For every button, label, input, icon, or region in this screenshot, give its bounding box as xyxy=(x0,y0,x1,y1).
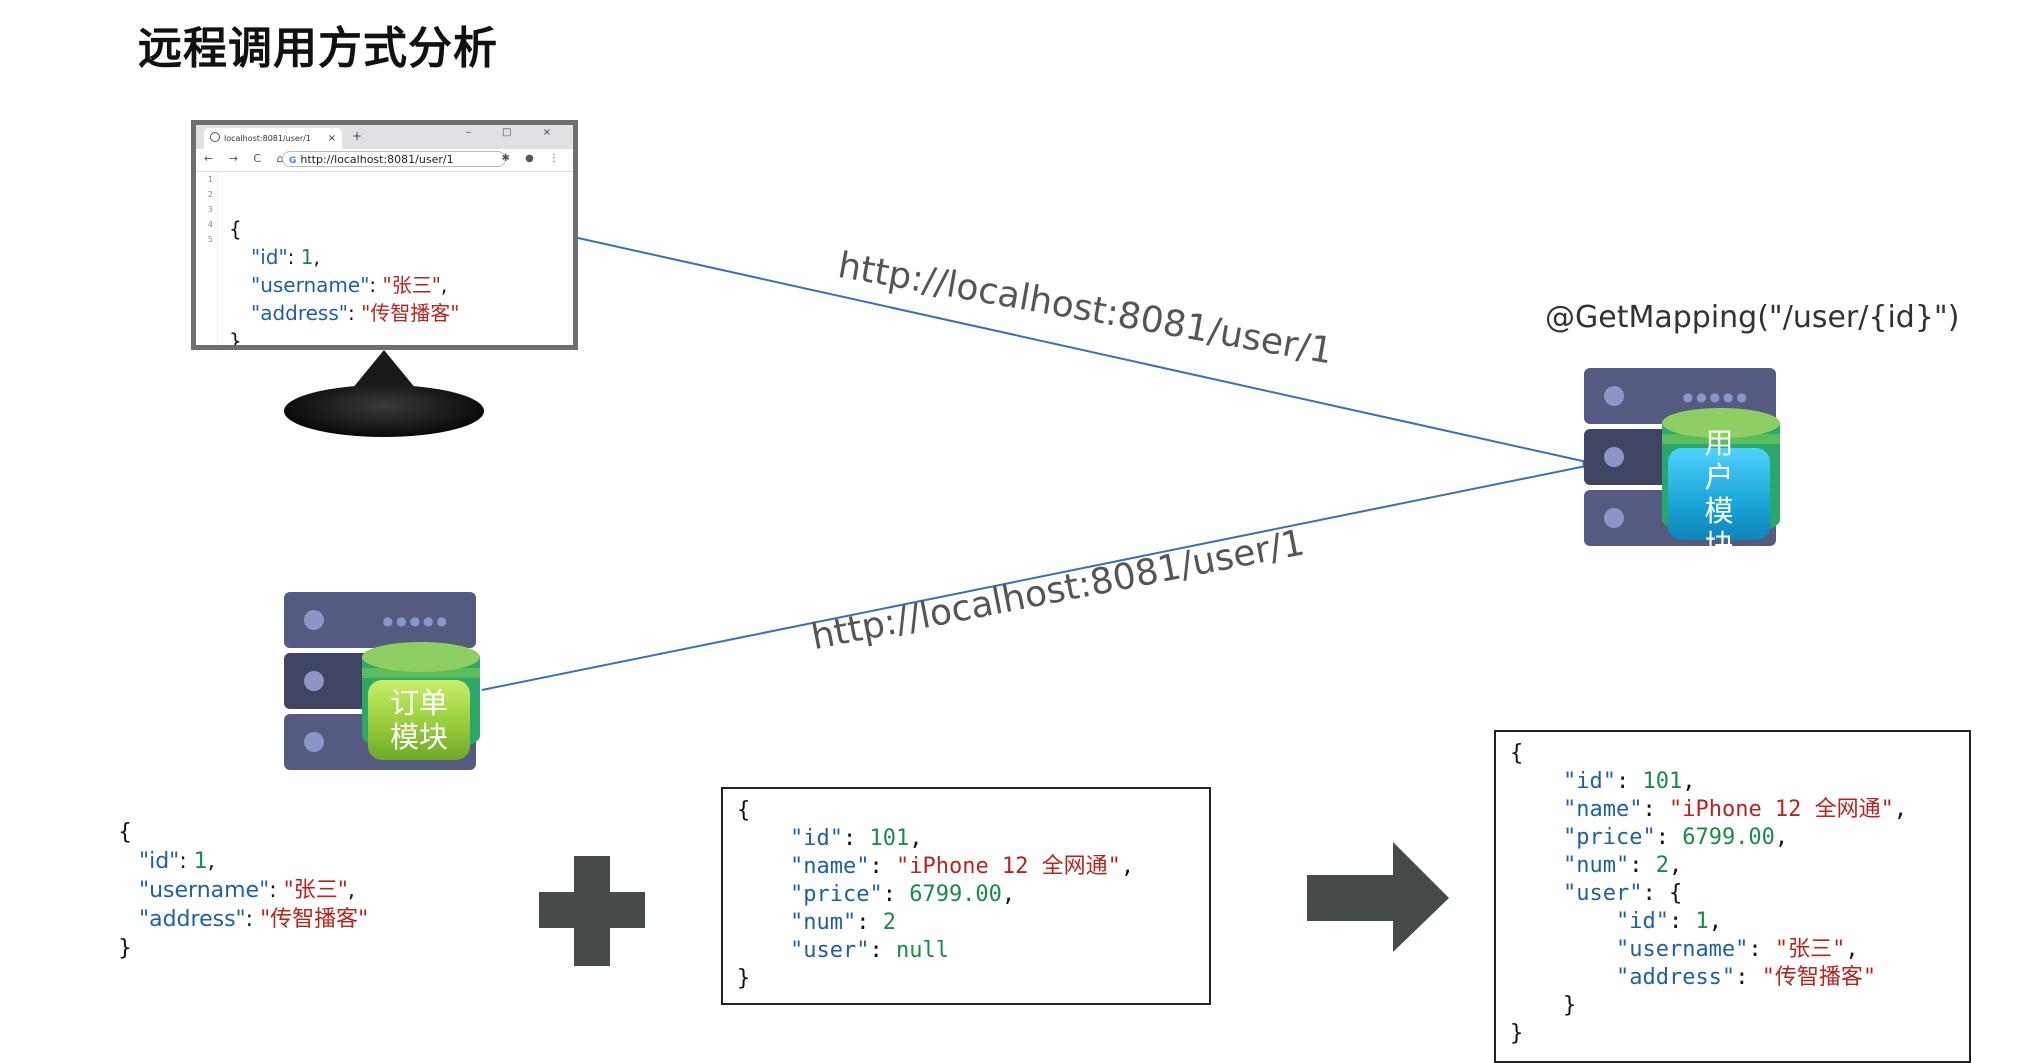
getmapping-annotation: @GetMapping("/user/{id}") xyxy=(1545,300,1960,335)
plus-icon xyxy=(539,856,645,966)
database-cylinder-icon: 用 户 模 块 xyxy=(1662,408,1780,562)
extension-icons[interactable]: ✱ ● ⋮ xyxy=(501,153,565,164)
new-tab-button[interactable]: + xyxy=(352,129,363,143)
order-service-label: 订单 模块 xyxy=(368,680,470,760)
browser-json-response: { "id": 1, "username": "张三", "address": … xyxy=(229,217,460,345)
browser-window: localhost:8081/user/1 × + – □ × ← → C ⌂ … xyxy=(196,125,573,345)
line-number: 1 xyxy=(207,175,213,184)
line-number: 2 xyxy=(207,190,213,199)
globe-icon xyxy=(210,132,220,142)
arrow-right-icon xyxy=(1307,842,1449,952)
line-number: 3 xyxy=(207,205,213,214)
user-service-label: 用 户 模 块 xyxy=(1668,426,1770,562)
user-json-result: { "id": 1, "username": "张三", "address": … xyxy=(118,820,369,961)
line-number: 4 xyxy=(207,220,213,229)
nav-buttons[interactable]: ← → C ⌂ xyxy=(204,152,290,165)
server-rack-icon: ●●●●● xyxy=(284,592,476,648)
request-arrow-top xyxy=(577,237,1597,468)
browser-tab[interactable]: localhost:8081/user/1 × xyxy=(204,128,342,149)
browser-monitor-icon: localhost:8081/user/1 × + – □ × ← → C ⌂ … xyxy=(191,120,578,350)
browser-tab-bar: localhost:8081/user/1 × + – □ × xyxy=(196,125,573,149)
order-service-server-icon: ●●●●● 订单 模块 xyxy=(284,592,480,782)
line-number: 5 xyxy=(207,235,213,244)
database-cylinder-icon: 订单 模块 xyxy=(362,642,480,762)
request-arrow-bottom xyxy=(481,460,1597,691)
user-service-server-icon: ●●●●● 用 户 模 块 xyxy=(1584,368,1780,562)
window-controls[interactable]: – □ × xyxy=(465,127,565,138)
page-title: 远程调用方式分析 xyxy=(138,23,498,74)
browser-tab-title: localhost:8081/user/1 xyxy=(224,134,311,143)
order-json-box: { "id": 101, "name": "iPhone 12 全网通", "p… xyxy=(721,787,1211,1005)
line-number-gutter: 1 2 3 4 5 xyxy=(196,172,218,345)
close-tab-icon[interactable]: × xyxy=(327,133,336,144)
merged-json-box: { "id": 101, "name": "iPhone 12 全网通", "p… xyxy=(1494,730,1971,1063)
monitor-base xyxy=(284,385,484,437)
google-icon: G xyxy=(289,156,297,166)
address-bar-url: http://localhost:8081/user/1 xyxy=(300,153,454,166)
